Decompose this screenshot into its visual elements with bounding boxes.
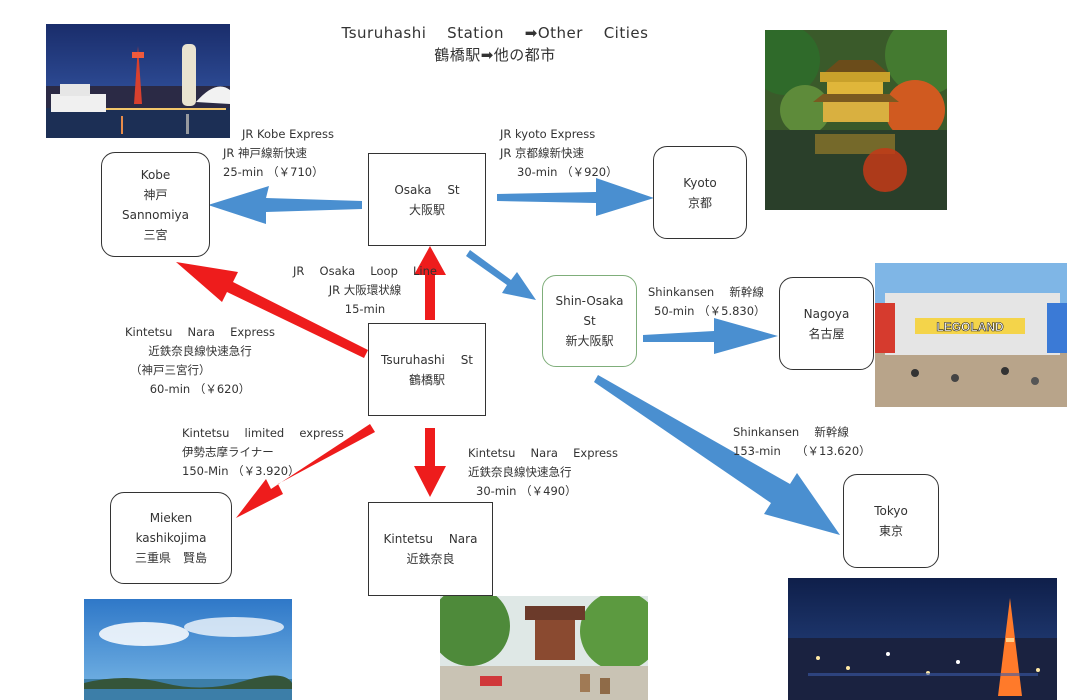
- kashikojima-bay-photo: [84, 599, 292, 700]
- title-line-english: Tsuruhashi Station ➡Other Cities: [341, 24, 649, 42]
- arrow-osaka-to-shin-osaka: [466, 250, 536, 300]
- kinkakuji-photo: [765, 30, 947, 210]
- arrow-shin-osaka-to-nagoya: [643, 318, 778, 354]
- route-mieken-line-en: Kintetsu limited express: [182, 426, 344, 440]
- node-kobe-station-jp: 三宮: [143, 227, 168, 242]
- route-tokyo-line: Shinkansen 新幹線: [733, 425, 849, 439]
- node-nagoya: Nagoya 名古屋: [779, 277, 874, 370]
- route-loop-line-jp: JR 大阪環状線: [328, 283, 402, 297]
- route-kintetsu-kobe-line-en: Kintetsu Nara Express: [124, 325, 276, 339]
- node-kobe-jp: 神戸: [143, 187, 168, 202]
- route-loop-time: 15-min: [344, 302, 386, 316]
- route-kyoto-time: 30-min （￥920）: [517, 165, 618, 179]
- node-kobe-station-en: Sannomiya: [121, 207, 189, 222]
- route-nagoya-time: 50-min （￥5.830）: [654, 304, 766, 318]
- arrow-tsuruhashi-to-osaka: [414, 246, 446, 320]
- route-nagoya-line: Shinkansen 新幹線: [648, 285, 764, 299]
- route-nara-line-jp: 近鉄奈良線快速急行: [468, 465, 572, 479]
- node-tokyo-jp: 東京: [878, 524, 903, 538]
- title-line-japanese: 鶴橋駅➡他の都市: [434, 46, 556, 64]
- legoland-photo: LEGOLAND: [875, 263, 1067, 407]
- arrow-osaka-to-kyoto: [497, 178, 654, 216]
- node-kyoto-jp: 京都: [687, 195, 712, 210]
- node-kintetsu-nara-en: Kintetsu Nara: [383, 532, 478, 546]
- node-tokyo: Tokyo 東京: [843, 474, 939, 568]
- node-tsuruhashi-en: Tsuruhashi St: [380, 352, 474, 367]
- diagram-title: Tsuruhashi Station ➡Other Cities 鶴橋駅➡他の都…: [330, 22, 660, 66]
- route-tokyo-time: 153-min （￥13.620）: [733, 444, 871, 458]
- route-kintetsu-kobe-line-jp: 近鉄奈良線快速急行: [148, 344, 252, 358]
- node-shin-osaka-en: Shin-Osaka: [555, 294, 624, 308]
- node-tsuruhashi-station: Tsuruhashi St 鶴橋駅: [368, 323, 486, 416]
- route-label-kobe: JR Kobe Express JR 神戸線新快速 25-min （￥710）: [223, 125, 334, 182]
- tokyo-tower-night-photo: [788, 578, 1057, 700]
- node-kobe-en: Kobe: [140, 167, 171, 182]
- node-mieken-jp: 三重県 賢島: [134, 551, 207, 565]
- node-mieken: Mieken kashikojima 三重県 賢島: [110, 492, 232, 584]
- node-osaka-station: Osaka St 大阪駅: [368, 153, 486, 246]
- route-kobe-time: 25-min （￥710）: [223, 165, 324, 179]
- node-kintetsu-nara: Kintetsu Nara 近鉄奈良: [368, 502, 493, 596]
- node-kintetsu-nara-jp: 近鉄奈良: [406, 552, 455, 566]
- route-nara-line-en: Kintetsu Nara Express: [468, 446, 619, 460]
- node-kyoto: Kyoto 京都: [653, 146, 747, 239]
- route-kyoto-line-en: JR kyoto Express: [500, 127, 596, 141]
- route-label-tokyo: Shinkansen 新幹線 153-min （￥13.620）: [733, 423, 871, 461]
- route-label-loop: JR Osaka Loop Line JR 大阪環状線 15-min: [255, 262, 475, 319]
- arrow-tsuruhashi-to-nara: [414, 428, 446, 497]
- arrow-osaka-to-kobe: [208, 186, 362, 224]
- nara-temple-photo: [440, 596, 648, 700]
- route-loop-line-en: JR Osaka Loop Line: [293, 264, 437, 278]
- route-label-nara: Kintetsu Nara Express 近鉄奈良線快速急行 30-min （…: [468, 444, 618, 501]
- arrow-shin-osaka-to-tokyo: [594, 375, 840, 535]
- node-mieken-town-en: kashikojima: [135, 531, 207, 545]
- route-mieken-line-jp: 伊勢志摩ライナー: [182, 445, 274, 459]
- arrow-tsuruhashi-to-mieken: [236, 424, 375, 518]
- node-kobe: Kobe 神戸 Sannomiya 三宮: [101, 152, 210, 257]
- route-nara-time: 30-min （￥490）: [476, 484, 577, 498]
- node-shin-osaka-jp: 新大阪駅: [565, 334, 614, 348]
- legoland-sign: LEGOLAND: [936, 320, 1004, 334]
- node-kyoto-en: Kyoto: [683, 175, 717, 190]
- route-kyoto-line-jp: JR 京都線新快速: [500, 146, 585, 160]
- route-kobe-line-en: JR Kobe Express: [242, 127, 334, 141]
- route-kintetsu-kobe-time: 60-min （￥620）: [149, 382, 251, 396]
- node-nagoya-jp: 名古屋: [808, 326, 845, 341]
- route-label-nagoya: Shinkansen 新幹線 50-min （￥5.830）: [648, 283, 766, 321]
- node-osaka-jp: 大阪駅: [408, 202, 445, 217]
- node-shin-osaka: Shin-Osaka St 新大阪駅: [542, 275, 637, 367]
- arrow-tsuruhashi-to-kobe: [176, 262, 368, 358]
- route-label-kintetsu-kobe: Kintetsu Nara Express 近鉄奈良線快速急行 （神戸三宮行） …: [120, 323, 280, 399]
- node-osaka-en: Osaka St: [394, 182, 460, 197]
- node-nagoya-en: Nagoya: [803, 306, 850, 321]
- route-kintetsu-kobe-dest: （神戸三宮行）: [130, 363, 211, 377]
- node-tokyo-en: Tokyo: [874, 504, 908, 518]
- route-mieken-time: 150-Min （￥3.920）: [182, 464, 300, 478]
- route-label-mieken: Kintetsu limited express 伊勢志摩ライナー 150-Mi…: [182, 424, 344, 481]
- route-kobe-line-jp: JR 神戸線新快速: [223, 146, 308, 160]
- kobe-harbor-photo: [46, 24, 230, 138]
- node-shin-osaka-st: St: [583, 314, 596, 328]
- route-label-kyoto: JR kyoto Express JR 京都線新快速 30-min （￥920）: [500, 125, 618, 182]
- node-mieken-en: Mieken: [149, 511, 193, 525]
- node-tsuruhashi-jp: 鶴橋駅: [408, 372, 445, 387]
